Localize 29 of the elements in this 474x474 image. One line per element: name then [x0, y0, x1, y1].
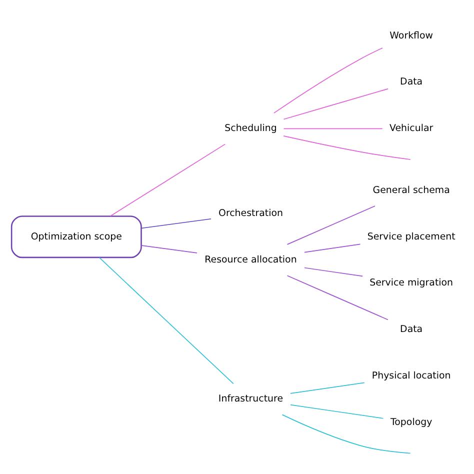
connector [286, 275, 388, 320]
connector [283, 128, 383, 130]
node-text: Scheduling [224, 123, 277, 134]
node-text: Physical location [372, 370, 451, 382]
connector [304, 244, 361, 253]
connector [283, 136, 411, 160]
connector [110, 144, 226, 216]
connector [140, 218, 212, 229]
connector [140, 245, 198, 254]
connector [290, 404, 384, 419]
node-text: Data [400, 76, 423, 88]
node-text: Workflow [390, 30, 433, 42]
connector [286, 206, 376, 245]
node-text: Infrastructure [218, 394, 284, 405]
node-box: Optimization scope [10, 216, 142, 258]
node-text: Resource allocation [204, 254, 297, 266]
connector [283, 88, 389, 120]
node-text: Data [400, 324, 423, 335]
node-text: Orchestration [218, 208, 283, 220]
connector [274, 48, 383, 114]
connector [282, 414, 411, 454]
connector [99, 257, 234, 384]
connector [304, 267, 364, 277]
node-text: Vehicular [390, 123, 434, 134]
node-text: General schema [372, 184, 450, 196]
connector [290, 382, 365, 394]
node-text: Service migration [370, 278, 454, 289]
node-text: Service placement [367, 231, 456, 242]
node-text: Topology [390, 416, 432, 428]
